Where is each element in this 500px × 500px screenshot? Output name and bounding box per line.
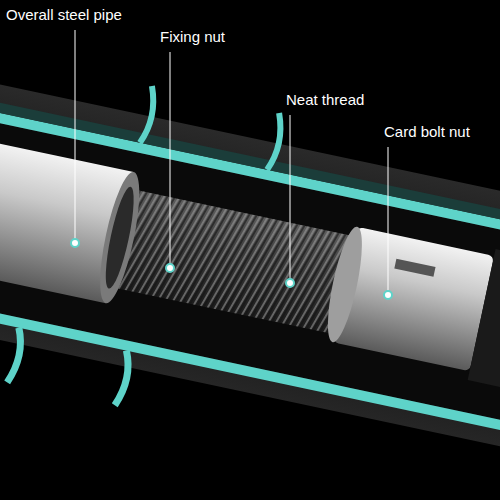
teal-ring	[140, 86, 158, 144]
teal-ring	[115, 350, 133, 406]
nut-face	[321, 224, 369, 344]
teal-ring	[7, 328, 25, 384]
leader-line	[388, 147, 389, 295]
leader-dot	[286, 279, 294, 287]
part-label: Neat thread	[286, 91, 364, 109]
part-label: Card bolt nut	[384, 123, 470, 141]
leader-line	[75, 30, 76, 243]
nut-slot	[394, 259, 435, 277]
leader-line	[170, 52, 171, 268]
leader-dot	[384, 291, 392, 299]
leader-dot	[166, 264, 174, 272]
part-label: Fixing nut	[160, 28, 225, 46]
leader-line	[290, 115, 291, 283]
pipe-end-dark	[468, 249, 500, 413]
part-label: Overall steel pipe	[6, 6, 122, 24]
pipe-bore	[100, 185, 139, 290]
pipe-end	[92, 169, 147, 306]
leader-lines	[71, 30, 392, 299]
teal-ring	[267, 113, 285, 171]
leader-dot	[71, 239, 79, 247]
